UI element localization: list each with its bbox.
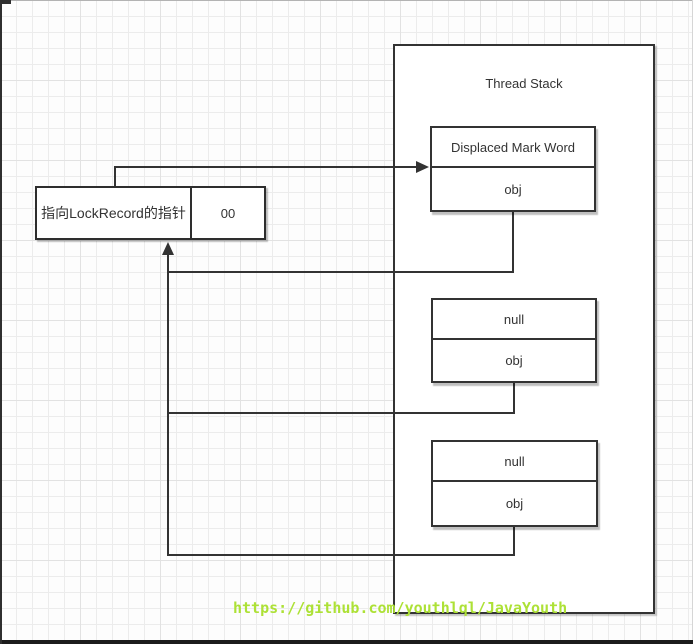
- lock-record-pointer-box: 指向LockRecord的指针 00: [35, 186, 266, 240]
- frame-obj-cell: obj: [433, 482, 596, 525]
- canvas-top-edge: [0, 0, 693, 1]
- frame-slot-cell: Displaced Mark Word: [432, 128, 594, 168]
- stack-frame-displaced-mark-word: Displaced Mark Word obj: [430, 126, 596, 212]
- lock-record-pointer-label: 指向LockRecord的指针: [37, 188, 192, 238]
- canvas-bottom-edge: [0, 640, 693, 644]
- stack-frame-null-1: null obj: [431, 298, 597, 383]
- arrowhead-up-icon: [162, 242, 174, 255]
- github-url-link[interactable]: https://github.com/youthlql/JavaYouth: [233, 599, 568, 617]
- canvas-corner-mark: [0, 0, 11, 4]
- canvas-left-edge: [0, 0, 2, 644]
- frame-slot-cell: null: [433, 442, 596, 482]
- frame-slot-cell: null: [433, 300, 595, 340]
- lock-flag-value: 00: [220, 205, 236, 221]
- thread-stack-title: Thread Stack: [485, 76, 563, 91]
- stack-frame-null-2: null obj: [431, 440, 598, 527]
- connector-pointer-to-markword: [114, 166, 416, 186]
- frame-obj-cell: obj: [432, 168, 594, 210]
- frame-obj-cell: obj: [433, 340, 595, 381]
